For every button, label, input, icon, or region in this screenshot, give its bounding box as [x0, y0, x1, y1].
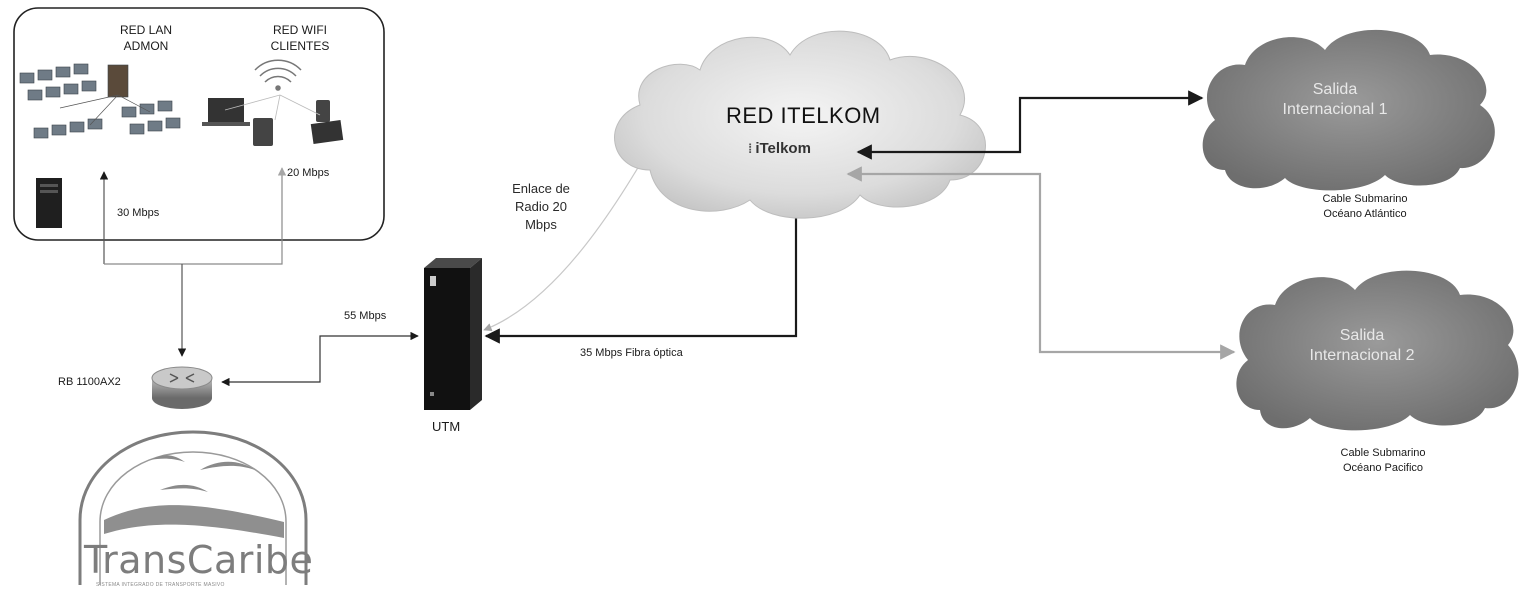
wifi-icon: [254, 59, 302, 91]
utm-appliance-icon: [424, 258, 482, 410]
signal-icon: ⁞: [748, 141, 753, 156]
link-fiber: [484, 176, 804, 344]
router-icon: [151, 366, 213, 409]
exit-2-title: Salida Internacional 2: [1309, 327, 1415, 364]
wifi-speed-label: 20 Mbps: [287, 167, 330, 179]
red-wifi-label: RED WIFI CLIENTES: [270, 23, 330, 53]
link-exit-2: [846, 166, 1236, 360]
exit-1-caption: Cable Submarino Océano Atlántico: [1322, 193, 1408, 220]
utm-label: UTM: [432, 419, 461, 434]
transcaribe-logo-text: TransCaribe: [84, 538, 314, 582]
itelkom-logo: ⁞ iTelkom: [748, 140, 811, 157]
wifi-devices-icon: [202, 94, 344, 146]
exit-1-title: Salida Internacional 1: [1282, 81, 1388, 118]
lan-cabling: [59, 94, 151, 126]
exit-cloud-1: [1202, 29, 1495, 191]
link-router-utm: [221, 331, 419, 387]
local-network-box: [13, 7, 385, 241]
router-utm-speed-label: 55 Mbps: [344, 310, 387, 322]
lan-computers-icon: [19, 63, 181, 139]
itelkom-logo-text: iTelkom: [755, 140, 811, 157]
isp-cloud-title: RED ITELKOM: [726, 103, 881, 128]
server-icon: [36, 178, 62, 228]
link-wifi: [104, 167, 287, 265]
red-lan-label: RED LAN ADMON: [119, 23, 172, 53]
exit-2-caption: Cable Submarino Océano Pacifico: [1340, 447, 1426, 474]
radio-link-label: Enlace de Radio 20 Mbps: [512, 181, 570, 232]
link-exit-1: [856, 90, 1204, 160]
transcaribe-tagline: SISTEMA INTEGRADO DE TRANSPORTE MASIVO: [96, 582, 225, 588]
router-label: RB 1100AX2: [58, 376, 121, 388]
lan-speed-label: 30 Mbps: [117, 207, 160, 219]
fiber-speed-label: 35 Mbps Fibra óptica: [580, 347, 683, 359]
transcaribe-logo-graphic: [78, 430, 308, 585]
exit-cloud-2: [1236, 270, 1519, 431]
